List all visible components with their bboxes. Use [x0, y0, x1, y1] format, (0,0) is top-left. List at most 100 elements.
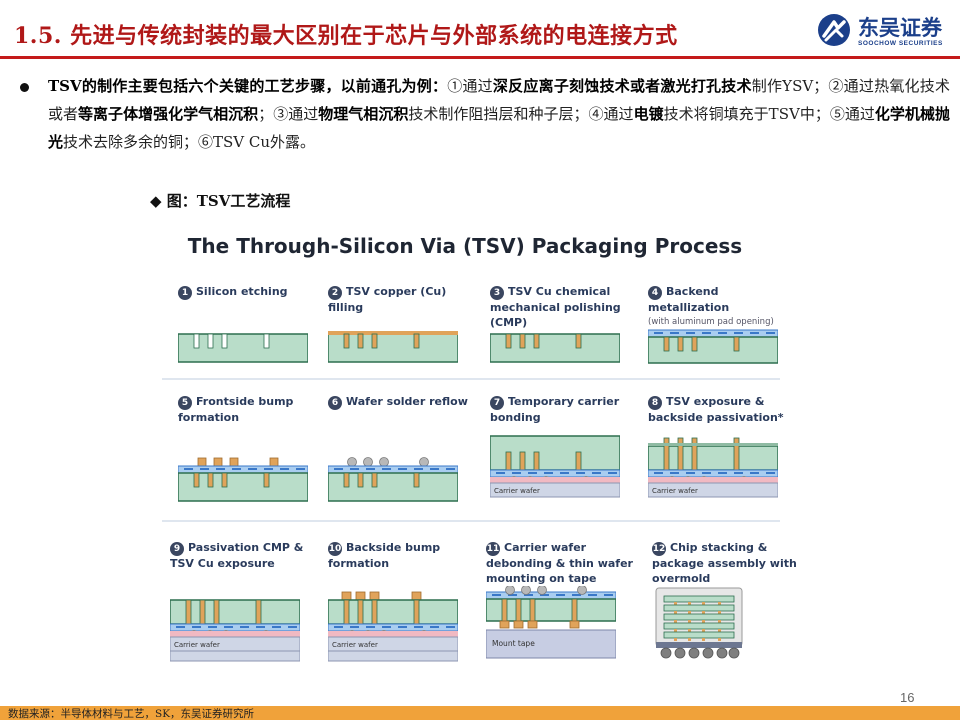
carrier-wafer-label: Carrier wafer: [652, 487, 698, 495]
carrier-wafer-label: Carrier wafer: [494, 487, 540, 495]
metal-trace: [718, 332, 727, 334]
copper-bump: [197, 457, 207, 467]
silicon-wafer: [178, 472, 308, 502]
metal-trace: [366, 626, 375, 628]
tsv-via: [357, 333, 364, 349]
package-ball: [688, 647, 700, 659]
step-11-diagram: Mount tape: [486, 586, 616, 659]
step-label: Carrier wafer debonding & thin wafer mou…: [486, 541, 633, 585]
footer-source: 数据来源：半导体材料与工艺，SK，东吴证券研究所: [8, 708, 255, 720]
silicon-wafer: [328, 472, 458, 502]
metal-trace: [604, 594, 613, 596]
copper-bump: [213, 457, 223, 467]
solder-ball: [505, 586, 515, 595]
step-label: Temporary carrier bonding: [490, 395, 620, 424]
step-label: Backend metallization: [648, 285, 730, 314]
metal-trace: [430, 626, 439, 628]
package-ball: [728, 647, 740, 659]
logo-mark-icon: [818, 14, 850, 46]
tsv-via: [519, 451, 526, 471]
step-number: 11: [486, 542, 500, 556]
tsv-via: [199, 599, 206, 625]
backside-bump: [369, 591, 380, 601]
passivation-layer: [648, 443, 778, 446]
metal-trace: [560, 472, 569, 474]
silicon-wafer: [328, 333, 458, 363]
step-10-diagram: Carrier wafer: [328, 591, 458, 662]
step-label: Silicon etching: [196, 285, 288, 298]
metal-trace: [280, 468, 289, 470]
backside-bump: [527, 620, 538, 629]
step-number: 10: [328, 542, 342, 556]
package-ball: [716, 647, 728, 659]
tsv-via: [533, 333, 540, 349]
stacked-die: [663, 631, 735, 639]
metal-trace: [592, 472, 601, 474]
metal-trace: [256, 626, 265, 628]
solder-ball: [577, 586, 587, 595]
stacked-die: [663, 595, 735, 603]
die-interconnect: [674, 638, 677, 641]
package-ball: [660, 647, 672, 659]
metal-trace: [382, 626, 391, 628]
metal-trace: [512, 472, 521, 474]
metal-trace: [702, 472, 711, 474]
backside-bump: [411, 591, 422, 601]
tsv-via: [263, 472, 270, 488]
die-interconnect: [688, 602, 691, 605]
step-12-diagram: [655, 587, 743, 659]
metal-trace: [216, 468, 225, 470]
bullet-seg-9: 电镀: [633, 105, 664, 123]
die-interconnect: [688, 620, 691, 623]
metal-trace: [334, 626, 343, 628]
row-divider: [162, 378, 780, 380]
tsv-via: [575, 451, 582, 471]
adhesive-layer: [490, 477, 620, 483]
metal-trace: [750, 332, 759, 334]
silicon-wafer: [170, 599, 300, 625]
die-interconnect: [702, 611, 705, 614]
carrier-wafer-label: Carrier wafer: [332, 641, 378, 649]
tsv-via: [413, 472, 420, 488]
metal-trace: [670, 332, 679, 334]
metal-trace: [670, 472, 679, 474]
bullet-seg-1: TSV的制作主要包括六个关键的工艺步骤，以前通孔为例：: [48, 77, 448, 95]
step-label: Frontside bump formation: [178, 395, 294, 424]
tsv-via: [571, 598, 578, 622]
step-label: Chip stacking & package assembly with ov…: [652, 541, 797, 585]
die-interconnect: [674, 611, 677, 614]
solder-ball: [537, 586, 547, 595]
metal-trace: [430, 468, 439, 470]
tsv-via: [505, 451, 512, 471]
tsv-via: [677, 437, 684, 471]
etched-trench: [207, 333, 214, 349]
mount-tape: [486, 629, 616, 659]
tsv-process-figure: The Through-Silicon Via (TSV) Packaging …: [150, 222, 797, 674]
die-interconnect: [702, 638, 705, 641]
metal-trace: [734, 472, 743, 474]
etched-trench: [221, 333, 228, 349]
metal-trace: [654, 332, 663, 334]
backside-bump: [513, 620, 524, 629]
etched-trench: [193, 333, 200, 349]
metal-trace: [588, 594, 597, 596]
tsv-via: [413, 599, 420, 625]
step-number: 7: [490, 396, 504, 410]
tsv-via: [193, 472, 200, 488]
metal-trace: [288, 626, 297, 628]
die-interconnect: [674, 629, 677, 632]
page-number: 16: [900, 690, 915, 705]
metal-trace: [544, 472, 553, 474]
copper-bump: [229, 457, 239, 467]
metal-trace: [366, 468, 375, 470]
step-number: 1: [178, 286, 192, 300]
tsv-via: [677, 336, 684, 352]
stacked-die: [663, 622, 735, 630]
tsv-via: [501, 598, 508, 622]
tsv-via: [221, 472, 228, 488]
